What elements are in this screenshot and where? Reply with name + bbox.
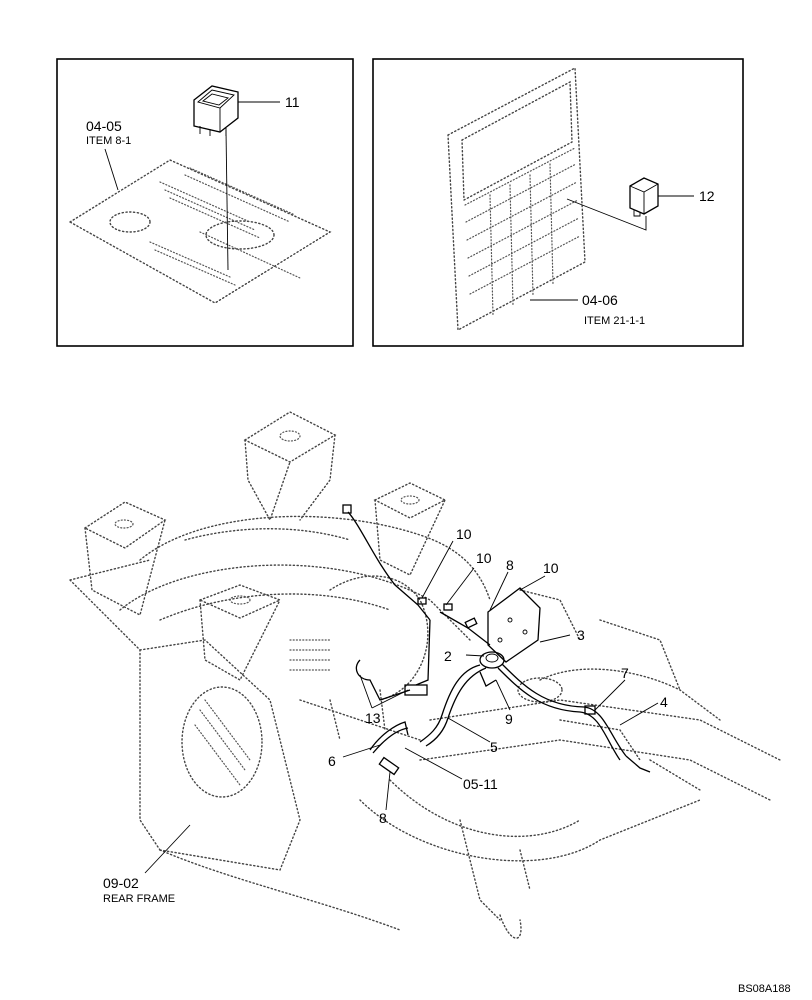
cable-6: [369, 721, 409, 751]
panel-right-frame: [372, 58, 744, 347]
callout-05-11: 05-11: [463, 776, 498, 792]
figure-id: BS08A188: [738, 983, 791, 995]
panel-left: 11 04-05 ITEM 8-1: [56, 58, 354, 347]
ref-item-21-1-1: ITEM 21-1-1: [584, 315, 645, 327]
switch-leader: [225, 129, 229, 271]
harness-upper: [347, 511, 419, 606]
callout-6: 6: [328, 753, 336, 769]
battery-disconnect-harness: [342, 504, 651, 776]
callout-8-bottom: 8: [379, 810, 387, 826]
callout-2: 2: [444, 648, 452, 664]
ref-code-09-02: 09-02: [103, 875, 139, 891]
ref-code-04-05: 04-05: [86, 118, 122, 134]
fuse-panel: [447, 66, 586, 332]
rocker-switch: [193, 85, 239, 136]
mounting-bracket: [487, 587, 541, 663]
callout-10-b: 10: [476, 550, 492, 566]
main-callouts: 10 10 8 10 3 2 7 4 13 9 5 6 05-11 8 09-0…: [103, 526, 668, 905]
callout-3: 3: [577, 627, 585, 643]
callout-4: 4: [660, 694, 668, 710]
relay: [629, 177, 659, 217]
panel-right: 12 04-06 ITEM 21-1-1: [372, 58, 744, 347]
callout-5: 5: [490, 739, 498, 755]
panel-left-frame: [56, 58, 354, 347]
callout-9: 9: [505, 711, 513, 727]
callout-10-c: 10: [543, 560, 559, 576]
harness-drop: [415, 619, 431, 686]
frame-opening: [181, 686, 263, 798]
ref-code-04-06: 04-06: [582, 292, 618, 308]
callout-13: 13: [365, 710, 381, 726]
callout-8-top: 8: [506, 557, 514, 573]
ref-rear-frame: REAR FRAME: [103, 893, 175, 905]
cable-5: [419, 664, 481, 743]
ref-item-8-1: ITEM 8-1: [86, 135, 131, 147]
tower-left-top: [243, 411, 337, 463]
leader-lines: [144, 540, 659, 874]
floor-plate: [68, 159, 332, 304]
cable-4: [497, 667, 621, 761]
disconnect-switch: [479, 651, 505, 669]
callout-11: 11: [285, 94, 300, 110]
callout-12: 12: [699, 188, 715, 204]
rear-frame-assembly: [69, 411, 781, 939]
lamp-connector: [355, 659, 411, 701]
callout-10-a: 10: [456, 526, 472, 542]
callout-7: 7: [621, 665, 629, 681]
